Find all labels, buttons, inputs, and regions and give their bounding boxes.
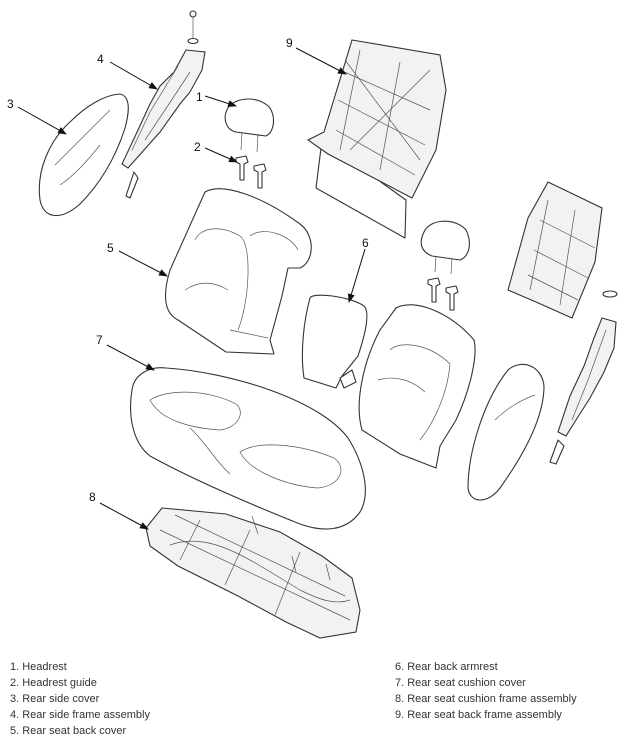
legend-item-rear-seat-back-cover: 5. Rear seat back cover (10, 725, 127, 737)
rear-side-frame-right-drawing (549, 317, 617, 465)
leader-arrow-2 (204, 147, 238, 163)
rear-seat-back-cover-drawing (165, 188, 312, 355)
legend-item-rear-seat-back-frame-assembly: 9. Rear seat back frame assembly (395, 709, 562, 721)
legend-item-rear-side-cover: 3. Rear side cover (10, 693, 100, 705)
legend-item-headrest-guide: 2. Headrest guide (10, 677, 97, 689)
rear-side-frame-drawing (121, 10, 206, 199)
rear-seat-back-frame-right-drawing (507, 181, 618, 319)
headrest-right-drawing (420, 220, 470, 275)
legend-left-column: 1. Headrest 2. Headrest guide 3. Rear si… (10, 659, 150, 739)
rear-seat-cushion-cover-drawing (130, 367, 366, 530)
rear-seat-cushion-frame-drawing (145, 507, 361, 639)
leader-arrow-6 (347, 248, 366, 303)
callout-8: 8 (89, 490, 96, 504)
callout-2: 2 (194, 140, 201, 154)
headrest-guides-right-drawing (427, 277, 459, 311)
rear-back-armrest-drawing (301, 294, 368, 389)
rear-seat-back-frame-drawing (306, 39, 447, 239)
callout-1: 1 (196, 90, 203, 104)
callout-9: 9 (286, 36, 293, 50)
leader-arrow-1 (204, 95, 237, 107)
leader-arrow-5 (118, 250, 168, 277)
legend-item-rear-back-armrest: 6. Rear back armrest (395, 661, 498, 673)
legend-item-rear-side-frame-assembly: 4. Rear side frame assembly (10, 709, 150, 721)
exploded-parts-diagram: 1 2 3 4 5 6 7 8 9 (7, 10, 618, 639)
callout-5: 5 (107, 241, 114, 255)
legend-item-rear-seat-cushion-frame-assembly: 8. Rear seat cushion frame assembly (395, 693, 577, 705)
callout-3: 3 (7, 97, 14, 111)
legend-item-headrest: 1. Headrest (10, 661, 67, 673)
callout-4: 4 (97, 52, 104, 66)
rear-seat-back-cover-right-drawing (358, 304, 476, 469)
callout-6: 6 (362, 236, 369, 250)
legend-item-rear-seat-cushion-cover: 7. Rear seat cushion cover (395, 677, 526, 689)
leader-arrow-8 (99, 502, 149, 530)
headrest-left-drawing (224, 98, 275, 153)
callout-7: 7 (96, 333, 103, 347)
leader-arrow-4 (109, 61, 158, 90)
rear-side-cover-drawing (38, 93, 129, 217)
legend-right-column: 6. Rear back armrest 7. Rear seat cushio… (395, 659, 577, 723)
leader-arrow-3 (17, 106, 67, 135)
headrest-guides-left-drawing (235, 155, 267, 189)
leader-arrow-9 (295, 47, 347, 75)
rear-side-cover-right-drawing (467, 363, 545, 501)
leader-arrow-7 (106, 344, 155, 371)
